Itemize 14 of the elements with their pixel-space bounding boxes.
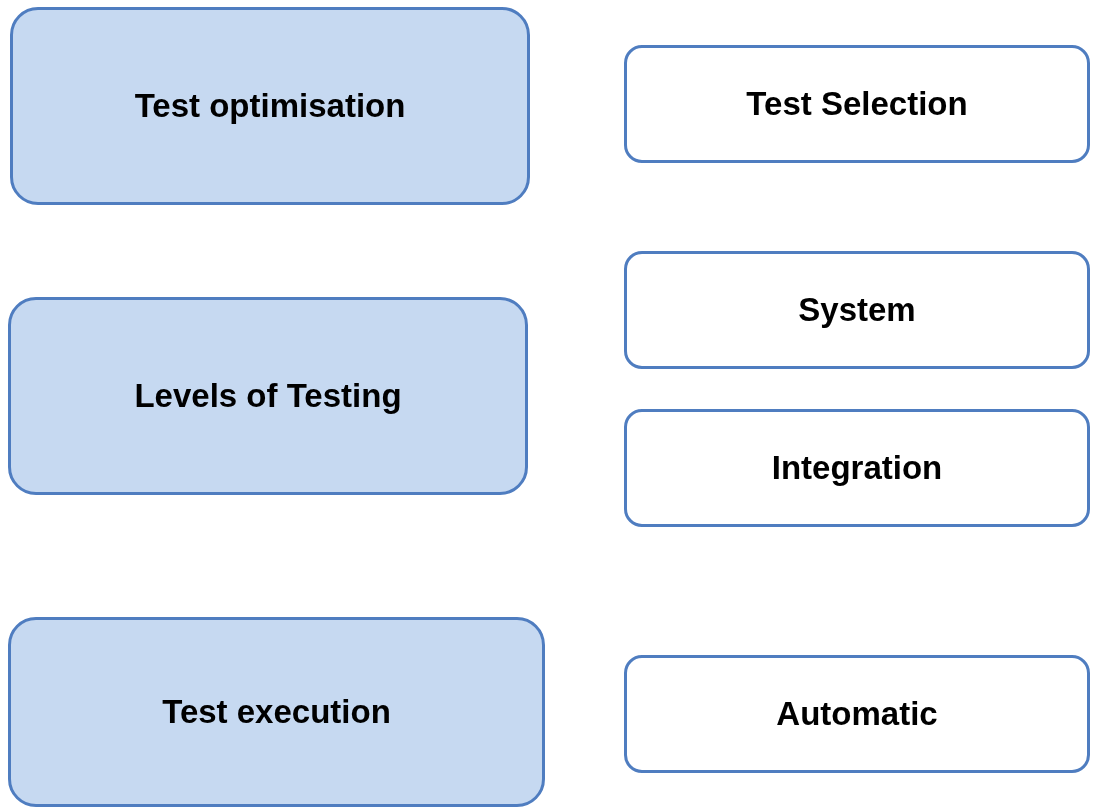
item-box [624,655,1090,773]
box-label: System [797,291,917,329]
box-label: Test optimisation [133,87,407,125]
box-label: Levels of Testing [133,377,403,415]
box-label: Test Selection [745,85,969,123]
category-box [8,297,528,495]
box-label: Integration [770,449,944,487]
item-box [624,409,1090,527]
category-box [10,7,530,205]
category-box [8,617,545,807]
box-label: Automatic [775,695,939,733]
box-label: Test execution [161,693,392,731]
item-box [624,251,1090,369]
item-box [624,45,1090,163]
